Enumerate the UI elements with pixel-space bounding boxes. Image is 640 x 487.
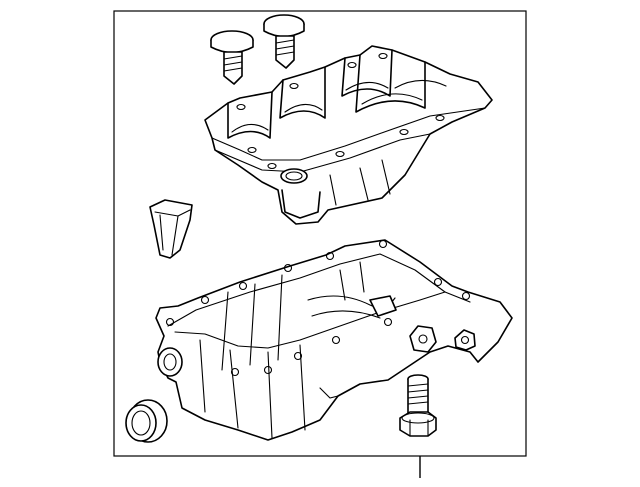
oil-pickup-filter xyxy=(149,199,193,259)
bolt-left xyxy=(210,30,254,85)
bolt-right xyxy=(263,14,305,69)
drain-plug-seal-ring xyxy=(125,399,168,443)
lower-oil-pan xyxy=(155,239,513,441)
diagram-frame xyxy=(113,10,527,457)
drain-plug-bolt xyxy=(399,374,437,437)
upper-oil-pan-baffle xyxy=(204,45,493,225)
